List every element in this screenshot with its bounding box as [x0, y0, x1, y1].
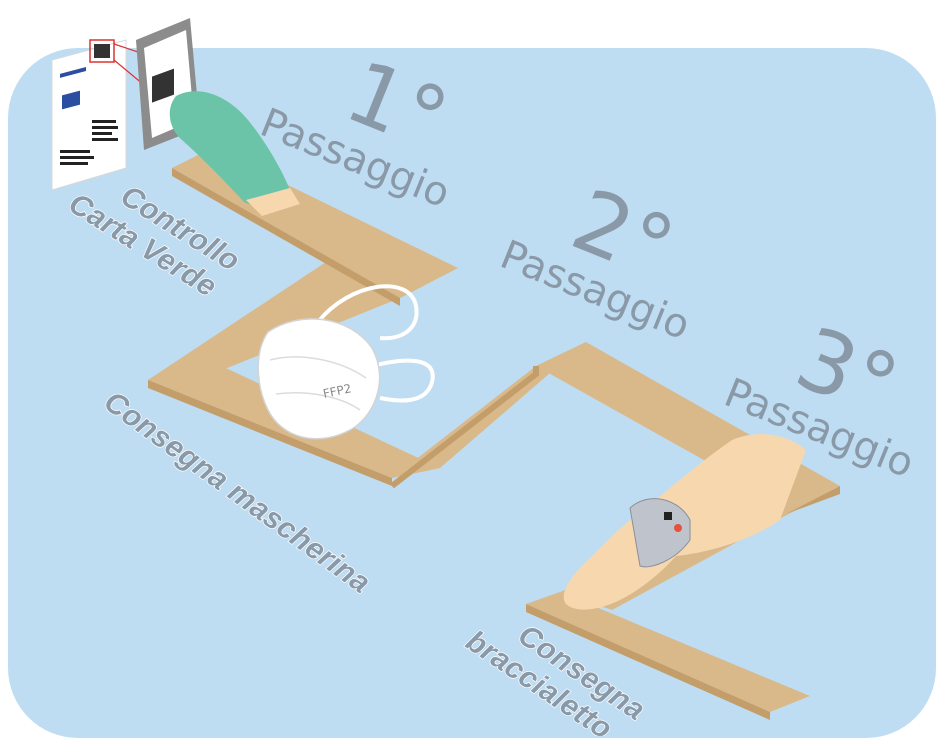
green-pass-document-icon — [52, 40, 150, 190]
arm-with-wristband-icon — [564, 434, 806, 609]
step-2-heading: 2° Passaggio — [494, 149, 729, 349]
